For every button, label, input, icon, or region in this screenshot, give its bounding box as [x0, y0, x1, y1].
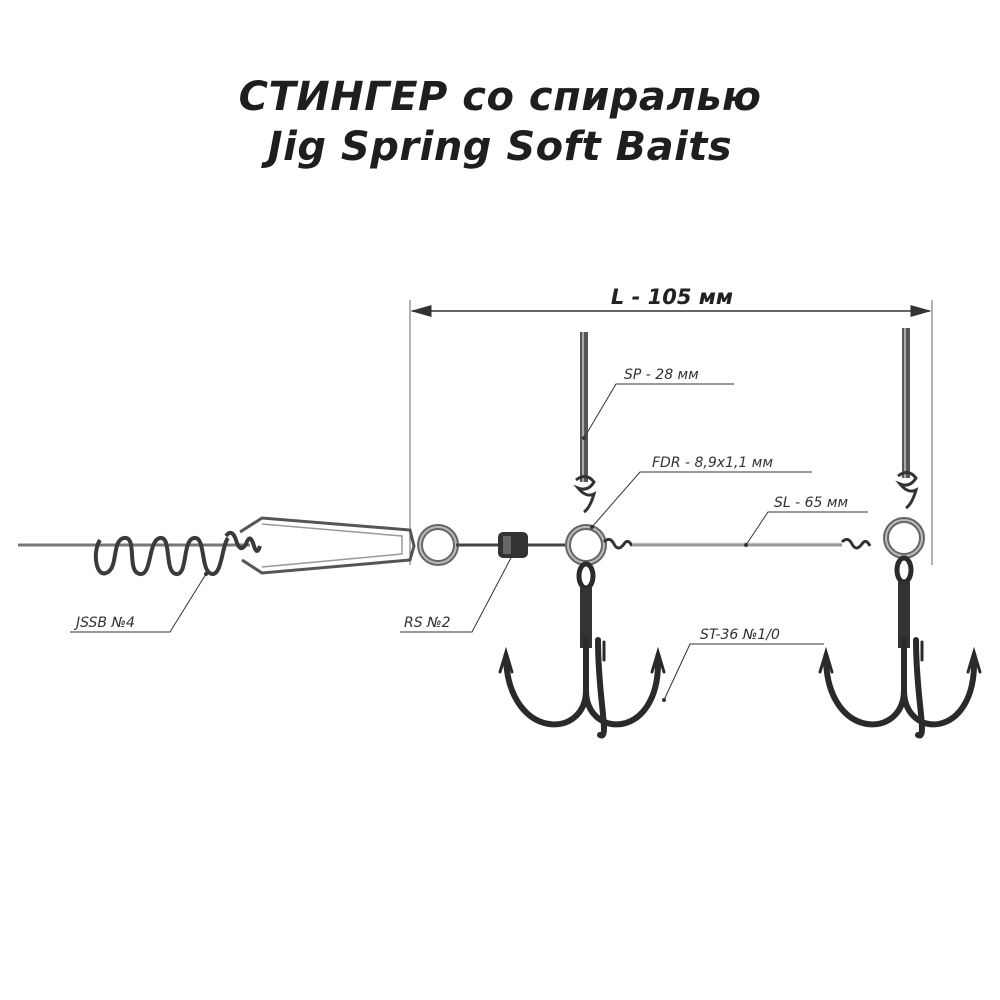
rolling-swivel: [456, 532, 568, 558]
spring-coil: [93, 536, 230, 576]
title-line-1: СТИНГЕР со спиралью: [238, 74, 762, 120]
callout-jig-spring-label: JSSB №4: [73, 615, 135, 631]
treble-hook-left: [498, 561, 666, 739]
callout-rolling-swivel-label: RS №2: [404, 615, 451, 631]
callout-steel-leader: SL - 65 мм: [744, 495, 868, 547]
spring-pin-left: [573, 332, 597, 514]
spring-coil-end: [224, 530, 262, 553]
callout-rolling-swivel: RS №2: [400, 554, 514, 633]
dimension-label: L - 105 мм: [611, 285, 733, 309]
callout-jig-spring: JSSB №4: [70, 572, 208, 633]
jig-spring: [18, 530, 262, 576]
treble-hook-right: [818, 555, 982, 739]
steel-leader: [602, 537, 872, 550]
snap-clip: [239, 516, 416, 575]
callout-flat-ring-label: FDR - 8,9x1,1 мм: [652, 455, 773, 471]
title-block: СТИНГЕР со спиралью Jig Spring Soft Bait…: [0, 72, 1000, 172]
callout-treble-hook-label: ST-36 №1/0: [700, 627, 780, 643]
callout-steel-leader-label: SL - 65 мм: [774, 495, 848, 511]
callout-spring-pin: SP - 28 мм: [582, 367, 734, 440]
callout-flat-ring: FDR - 8,9x1,1 мм: [590, 455, 812, 529]
spring-pin-right: [895, 328, 919, 510]
callout-spring-pin-label: SP - 28 мм: [624, 367, 699, 383]
title-line-2: Jig Spring Soft Baits: [267, 124, 733, 170]
length-dimension: L - 105 мм: [409, 285, 933, 565]
callout-treble-hook: ST-36 №1/0: [662, 627, 824, 702]
